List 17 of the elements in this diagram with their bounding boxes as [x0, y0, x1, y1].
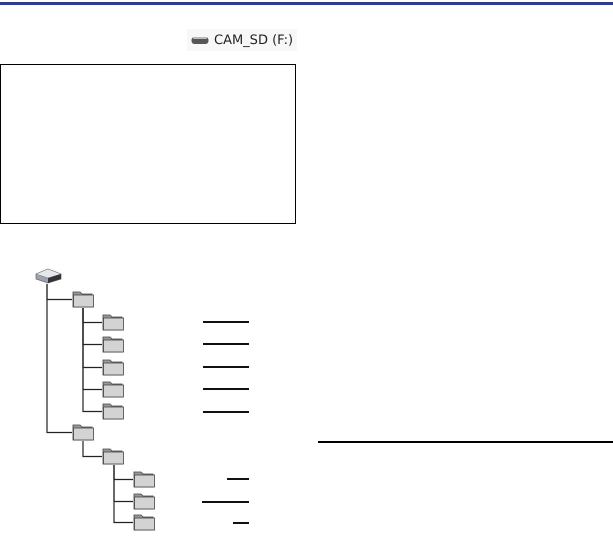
folder-icon	[102, 401, 124, 420]
folder-icon	[102, 334, 124, 353]
tree-line	[82, 308, 102, 412]
drive-icon	[34, 268, 62, 284]
folder-icon	[102, 379, 124, 398]
folder-icon	[133, 491, 155, 510]
folder-icon	[133, 512, 155, 531]
folder-icon	[133, 469, 155, 488]
tree-line	[82, 441, 102, 458]
folder-icon	[102, 312, 124, 331]
folder-icon	[102, 357, 124, 376]
folder-icon	[102, 446, 124, 465]
tree-line	[113, 465, 133, 524]
drive-name: CAM_SD (F:)	[214, 32, 294, 48]
folder-icon	[72, 422, 94, 441]
tree-line	[46, 284, 72, 434]
folder-icon	[72, 289, 94, 308]
